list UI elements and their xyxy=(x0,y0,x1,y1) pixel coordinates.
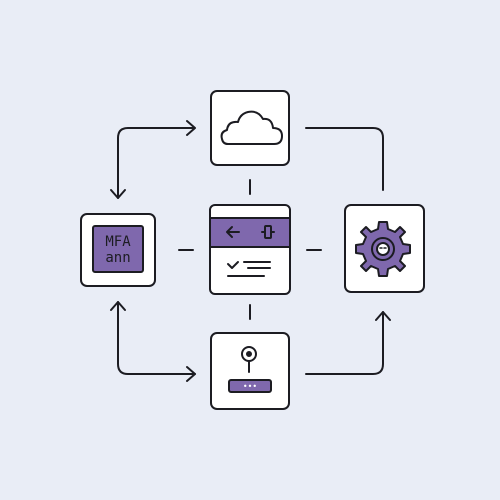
mfa-node: MFA ann xyxy=(80,213,156,287)
mfa-label-line2: ann xyxy=(105,250,130,266)
slider-handle-icon[interactable] xyxy=(261,225,275,239)
mfa-label-line1: MFA xyxy=(105,234,131,250)
gear-icon xyxy=(355,221,411,277)
gear-node xyxy=(344,204,425,293)
key-node: ••• xyxy=(210,332,290,410)
cloud-node xyxy=(210,90,290,166)
arrowhead-to-gear xyxy=(375,311,391,321)
password-mask: ••• xyxy=(243,382,257,391)
arrowhead-to-mfa xyxy=(110,189,126,199)
connector-key-gear xyxy=(305,311,384,375)
text-lines xyxy=(227,261,271,277)
keyhole-icon xyxy=(241,346,257,373)
center-node xyxy=(209,204,291,295)
arrowhead-to-key xyxy=(186,366,196,382)
connector-cloud-gear xyxy=(305,127,384,191)
cloud-icon xyxy=(220,110,283,145)
cloud-card xyxy=(210,90,290,166)
password-field[interactable] xyxy=(228,379,272,393)
connector-mfa-key xyxy=(117,301,196,375)
center-header-bar xyxy=(211,218,289,247)
back-arrow-icon[interactable] xyxy=(226,226,240,238)
connectors xyxy=(110,120,391,382)
arrowhead-to-mfa-bottom xyxy=(110,301,126,311)
arrowhead-to-cloud xyxy=(186,120,196,136)
mfa-badge-icon xyxy=(92,225,144,273)
connector-cloud-mfa xyxy=(117,127,195,199)
check-icon xyxy=(227,261,239,269)
